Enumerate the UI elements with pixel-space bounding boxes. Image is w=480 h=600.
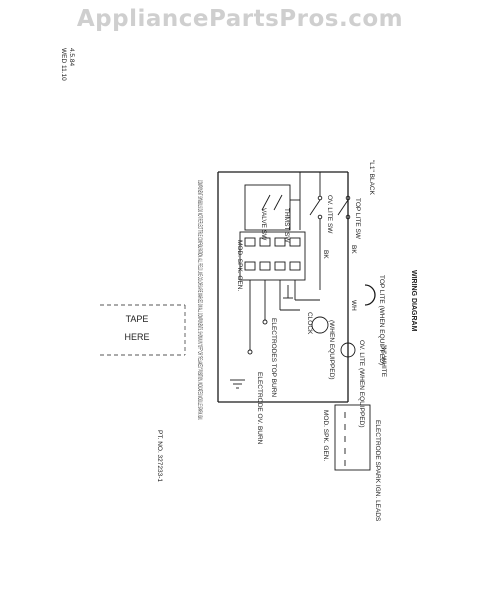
top-lite-sw-label: TOP LITE SW (354, 198, 361, 240)
wh-label: WH (350, 300, 357, 311)
tape-line1: TAPE (126, 314, 149, 324)
part-number: PT. NO. 327233-1 (156, 430, 163, 482)
mod-spk-gen-short-label: MOD. SPK. GEN. (322, 410, 329, 461)
electrode-spark-ign-leads-label: ELECTRODE SPARK IGN. LEADS (374, 420, 381, 522)
thmst-sw-label: THMST SW (283, 208, 290, 243)
bk-label-2: BK (322, 250, 329, 259)
clock-symbol (311, 316, 329, 334)
tape-line2: HERE (124, 332, 149, 342)
n-white-label: "N" WHITE (380, 345, 387, 378)
ov-lite-sw-label: OV. LITE SW (326, 195, 333, 234)
switch-box (244, 184, 291, 231)
l1-black-label: "L1" BLACK (368, 160, 375, 196)
top-lite-lamp (364, 284, 376, 306)
top-lite-when-equipped-label: TOP LITE (WHEN EQUIPPED) (378, 275, 385, 365)
diagram-title: WIRING DIAGRAM (410, 270, 417, 332)
valve-sw-label: VALVE SW (260, 208, 267, 241)
watermark: AppliancePartsPros.com (76, 6, 404, 32)
date-code: 4.5.84 (68, 48, 75, 66)
rev-code: WED 11.10 (60, 48, 67, 81)
clock-when-equipped-label: (WHEN EQUIPPED) (328, 320, 335, 380)
notes-line: COMPONENT SYMBOLS DO NOT REFLECT TRUE CO… (196, 180, 203, 420)
mod-spk-gen-label: MOD. SPK. GEN. (236, 240, 243, 291)
electrode-lead-block (334, 404, 371, 471)
electrode-ov-burn-label: ELECTRODE OV. BURN (256, 372, 263, 445)
ov-lite-lamp (340, 342, 356, 358)
electrodes-top-burn-label: ELECTRODES TOP BURN (270, 318, 277, 397)
clock-label: CLOCK (306, 312, 313, 335)
ov-lite-when-equipped-label: OV. LITE (WHEN EQUIPPED) (358, 340, 365, 428)
mod-spk-gen (239, 231, 306, 281)
bk-label-1: BK (350, 245, 357, 254)
tape-box (100, 304, 186, 356)
